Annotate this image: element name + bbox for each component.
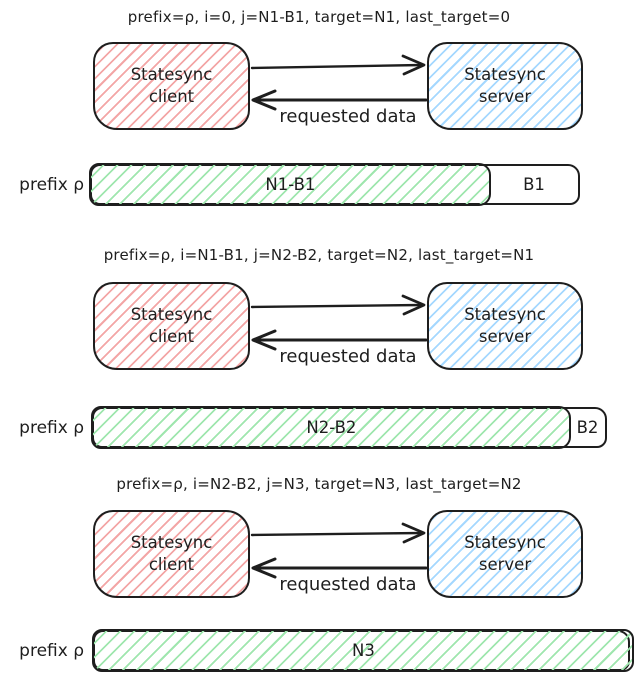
- sync-arrows-1: [250, 54, 428, 111]
- statesync-server-label: Statesync server: [464, 64, 546, 106]
- bar-filled-label-1: N1-B1: [265, 175, 316, 194]
- bar-remainder-label-1: B1: [523, 175, 545, 194]
- statesync-server-label: Statesync server: [464, 532, 546, 574]
- statesync-server-label: Statesync server: [464, 304, 546, 346]
- bar-filled-label-3: N3: [351, 641, 375, 660]
- request-arrow-icon: [250, 522, 426, 544]
- bar-filled-segment-3: N3: [92, 629, 635, 672]
- prefix-label-2: prefix ρ: [19, 417, 84, 438]
- statesync-server-box-3: Statesync server: [427, 510, 583, 598]
- response-arrow-icon: [251, 329, 428, 351]
- section2-header: prefix=ρ, i=N1-B1, j=N2-B2, target=N2, l…: [103, 246, 535, 264]
- statesync-server-box-2: Statesync server: [427, 282, 583, 370]
- bar-remainder-segment-1: B1: [490, 166, 578, 203]
- sync-arrows-3: [250, 522, 428, 579]
- progress-bar-2: N2-B2 B2: [91, 406, 607, 449]
- response-arrow-label-2: requested data: [279, 346, 417, 367]
- statesync-client-label: Statesync client: [130, 532, 213, 574]
- response-arrow-label-1: requested data: [279, 106, 417, 127]
- bar-filled-segment-2: N2-B2: [91, 406, 572, 449]
- bar-filled-label-2: N2-B2: [306, 418, 357, 437]
- section1-header: prefix=ρ, i=0, j=N1-B1, target=N1, last_…: [127, 8, 511, 26]
- progress-bar-1: N1-B1 B1: [89, 163, 580, 206]
- statesync-client-box-1: Statesync client: [93, 42, 250, 130]
- prefix-label-3: prefix ρ: [19, 640, 84, 661]
- progress-bar-3: N3: [92, 629, 635, 672]
- section3-header: prefix=ρ, i=N2-B2, j=N3, target=N3, last…: [116, 475, 522, 493]
- statesync-client-label: Statesync client: [130, 304, 213, 346]
- bar-remainder-label-2: B2: [576, 418, 599, 437]
- prefix-label-1: prefix ρ: [19, 174, 84, 195]
- statesync-client-label: Statesync client: [130, 64, 213, 106]
- statesync-client-box-2: Statesync client: [93, 282, 250, 370]
- response-arrow-icon: [251, 89, 428, 111]
- request-arrow-icon: [250, 294, 426, 316]
- bar-filled-segment-1: N1-B1: [89, 163, 492, 206]
- statesync-server-box-1: Statesync server: [427, 42, 583, 130]
- bar-remainder-segment-2: B2: [570, 409, 605, 446]
- statesync-client-box-3: Statesync client: [93, 510, 250, 598]
- response-arrow-icon: [251, 557, 428, 579]
- sync-arrows-2: [250, 294, 428, 351]
- response-arrow-label-3: requested data: [279, 574, 417, 595]
- request-arrow-icon: [250, 54, 426, 76]
